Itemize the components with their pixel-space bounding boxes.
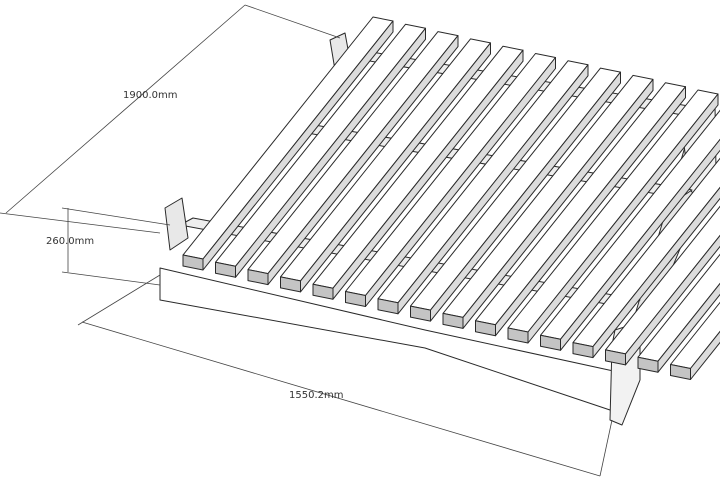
slat <box>182 16 394 271</box>
slat <box>540 109 720 351</box>
dim-length-line <box>5 4 246 214</box>
dim-length-label: 1900.0mm <box>123 90 177 101</box>
slat <box>670 301 720 380</box>
dim-height-label: 260.0mm <box>46 236 94 247</box>
dim-width-line <box>81 321 601 477</box>
slat-end-face <box>605 349 626 366</box>
slat-end-face <box>442 312 464 329</box>
slat <box>215 23 426 278</box>
slat <box>442 74 654 329</box>
dim-height-ext-bottom <box>61 271 161 286</box>
slat <box>280 38 491 293</box>
slat <box>475 82 686 337</box>
slat-end-face <box>572 342 594 359</box>
slat <box>410 67 621 322</box>
slat-end-face <box>410 305 431 322</box>
dim-width-label: 1550.2mm <box>289 390 343 401</box>
slat <box>637 253 720 373</box>
support-rails <box>164 32 713 309</box>
slat-end-face <box>182 254 204 271</box>
footboard-post-left <box>164 197 189 251</box>
slat <box>312 45 524 300</box>
dimension-annotations: 1900.0mm 260.0mm 1550.2mm <box>0 4 613 477</box>
slat-end-face <box>377 298 399 315</box>
slat-end-face <box>215 261 236 278</box>
slat-end-face <box>540 334 561 351</box>
slat-end-face <box>280 276 301 293</box>
slat <box>345 53 556 307</box>
dim-length-ext-end <box>244 4 341 39</box>
slat <box>605 205 720 366</box>
slat-end-face <box>345 291 366 307</box>
dim-length-ext-start <box>0 212 161 234</box>
slat-end-face <box>507 327 529 344</box>
slat-end-face <box>670 364 691 380</box>
slat <box>572 157 720 359</box>
slat <box>247 31 459 286</box>
slat-end-face <box>247 269 269 286</box>
slat <box>507 89 719 344</box>
dim-width-ext-start <box>77 274 161 326</box>
dim-width-ext-end <box>599 419 613 477</box>
bed-slats <box>182 16 720 380</box>
slat-end-face <box>312 283 334 300</box>
slat-end-face <box>475 320 496 337</box>
dim-height-ext-top <box>61 207 171 226</box>
slat-end-face <box>637 356 659 373</box>
slat <box>377 60 589 315</box>
